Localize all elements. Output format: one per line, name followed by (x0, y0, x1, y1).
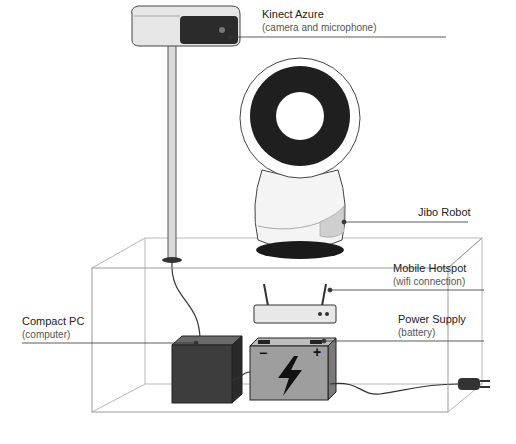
cable (172, 262, 200, 340)
part-name: Compact PC (22, 315, 84, 327)
jibo-robot (240, 58, 360, 259)
router-symbol (254, 284, 336, 323)
battery-symbol (250, 338, 336, 400)
plug-symbol (458, 378, 490, 390)
part-note: (camera and microphone) (262, 22, 377, 33)
terminal-sign: − (259, 346, 267, 361)
kinect-pole (168, 44, 176, 260)
part-name: Mobile Hotspot (393, 262, 466, 274)
leader-lines (22, 35, 484, 345)
part-name: Kinect Azure (262, 8, 324, 20)
power-cable (330, 383, 458, 394)
part-note: (computer) (22, 329, 70, 340)
pc-cube (172, 336, 242, 403)
terminal-sign: + (313, 345, 321, 360)
part-name: Power Supply (398, 313, 466, 325)
cable (232, 372, 250, 380)
part-note: (battery) (398, 327, 435, 338)
kinect-camera (132, 6, 240, 46)
enclosure-box (92, 238, 482, 412)
part-name: Jibo Robot (418, 206, 471, 218)
part-note: (wifi connection) (393, 276, 465, 287)
